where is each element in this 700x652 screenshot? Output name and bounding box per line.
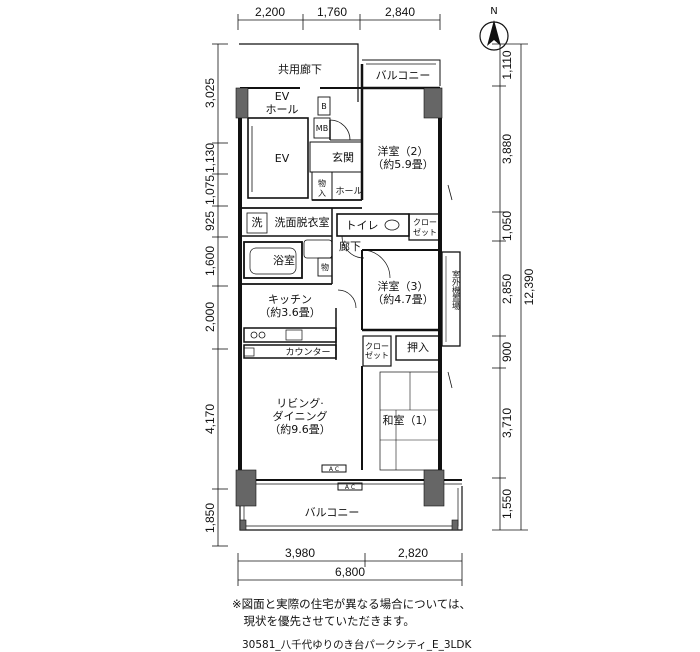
dim-left-3: 1,075 [203,175,217,205]
room-toilet: トイレ [346,219,379,232]
room-closet-2b: ゼット [365,350,389,360]
dim-left-2: 1,130 [203,143,217,173]
room-washitsu: 和室（1） [383,413,434,427]
plan-caption: 30581_八千代ゆりのき台パークシティ_E_3LDK [242,639,472,651]
dim-right-5: 900 [500,342,514,362]
ac-label-1: A C [329,466,339,473]
room-ev-hall-2: ホール [266,103,299,116]
room-storage-1b: 入 [318,189,326,198]
dimension-lines [212,14,528,586]
disclaimer-notes: ※図面と実際の住宅が異なる場合については、 現状を優先させていただきます。 [232,596,471,630]
room-b: B [321,102,327,111]
room-living-3: （約9.6畳） [269,422,331,436]
room-oshiire: 押入 [407,340,429,354]
room-closet-2a: クロー [365,342,389,351]
note-line-2: 現状を優先させていただきます。 [232,614,415,628]
room-living-1: リビング· [276,396,324,410]
room-outdoor-unit: 室外機置場 [452,269,461,311]
dim-left-4: 925 [203,211,217,231]
dim-right-total: 12,390 [522,268,536,305]
room-balcony-bottom: バルコニー [305,506,360,519]
dim-right-2: 3,880 [500,134,514,164]
north-arrow-icon: N [479,6,509,51]
room-ev: EV [275,152,290,165]
dim-right-6: 3,710 [500,408,514,438]
wash-icon-label: 洗 [252,216,263,229]
room-kitchen-name: キッチン [268,293,312,306]
dim-right-7: 1,550 [500,489,514,519]
room-corridor: 廊下 [339,239,361,253]
room-closet-1b: ゼット [413,227,437,237]
note-line-1: ※図面と実際の住宅が異なる場合については、 [232,597,472,611]
dim-top-2: 1,760 [317,5,347,19]
dim-left-5: 1,600 [203,246,217,276]
room-bedroom2-name: 洋室（2） [378,144,429,158]
dim-left-8: 1,850 [203,503,217,533]
room-living-2: ダイニング [273,409,328,423]
dim-right-1: 1,110 [500,50,514,79]
room-common-corridor: 共用廊下 [278,62,322,76]
room-ev-hall-1: EV [275,90,290,103]
dim-left-7: 4,170 [203,404,217,434]
room-mb: MB [316,124,328,133]
columns [235,87,459,531]
ac-label-2: A C [345,484,355,491]
room-kitchen-size: （約3.6畳） [259,305,321,319]
dim-left-1: 3,025 [203,78,217,108]
north-label: N [490,6,497,17]
room-closet-1a: クロー [413,218,437,227]
dim-bottom-1: 3,980 [285,546,315,560]
room-counter: カウンター [285,347,330,358]
dim-right-4: 2,850 [500,274,514,304]
room-hall: ホール [335,186,362,197]
dim-top-1: 2,200 [255,5,285,19]
room-bath: 浴室 [273,253,295,267]
dim-bottom-2: 2,820 [398,546,428,560]
room-bedroom3-name: 洋室（3） [378,279,429,293]
dim-top-3: 2,840 [385,5,415,19]
room-entrance: 玄関 [332,150,354,164]
room-washroom: 洗面脱衣室 [275,215,330,229]
room-bedroom2-size: （約5.9畳） [372,157,434,171]
room-storage-2: 物 [321,262,329,272]
dim-bottom-total: 6,800 [335,565,365,579]
dim-right-3: 1,050 [500,211,514,241]
room-bedroom3-size: （約4.7畳） [372,292,434,306]
room-storage-1a: 物 [318,178,326,188]
room-balcony-top: バルコニー [376,69,431,82]
walls [238,43,463,531]
dim-left-6: 2,000 [203,302,217,332]
